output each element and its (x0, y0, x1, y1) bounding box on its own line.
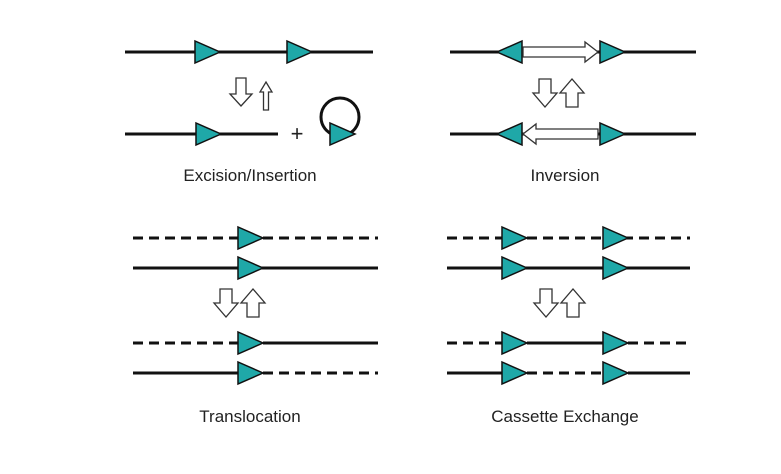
reaction-arrow-down (533, 288, 559, 318)
reaction-arrow-up (559, 78, 585, 108)
reaction-arrow-down (228, 77, 254, 107)
recombination-site-right (602, 255, 630, 281)
panel-translocation: Translocation (133, 225, 378, 426)
reaction-arrow-down (532, 78, 558, 108)
reaction-arrow-up (258, 80, 274, 111)
recombination-site-right (602, 360, 630, 386)
recombination-site-right (599, 39, 627, 65)
recombination-site-right (286, 39, 314, 65)
recombination-site-left (495, 39, 523, 65)
recombination-site-right (237, 255, 265, 281)
panel-inversion: Inversion (450, 39, 696, 185)
inverted-segment-arrow (521, 122, 599, 146)
reaction-arrow-up (560, 288, 586, 318)
plus-sign: + (291, 121, 304, 146)
recombination-site-right (237, 360, 265, 386)
recombination-site-right (501, 255, 529, 281)
recombination-site-right (602, 330, 630, 356)
recombination-site-right (602, 225, 630, 251)
recombination-site-left (495, 121, 523, 147)
inverted-segment-arrow (522, 40, 600, 64)
reaction-arrow-up (240, 288, 266, 318)
panel-caption: Excision/Insertion (183, 166, 316, 185)
recombination-site-right (329, 121, 357, 147)
panel-caption: Cassette Exchange (491, 407, 638, 426)
panel-caption: Translocation (199, 407, 300, 426)
reaction-arrow-down (213, 288, 239, 318)
recombination-site-right (501, 225, 529, 251)
panel-cassette-exchange: Cassette Exchange (447, 225, 690, 426)
recombination-site-right (195, 121, 223, 147)
panel-excision-insertion: + Excision/Insertion (125, 39, 373, 185)
recombination-site-right (501, 360, 529, 386)
recombination-site-right (599, 121, 627, 147)
recombination-site-right (237, 225, 265, 251)
recombination-site-right (194, 39, 222, 65)
recombination-site-right (237, 330, 265, 356)
recombination-site-right (501, 330, 529, 356)
panel-caption: Inversion (531, 166, 600, 185)
